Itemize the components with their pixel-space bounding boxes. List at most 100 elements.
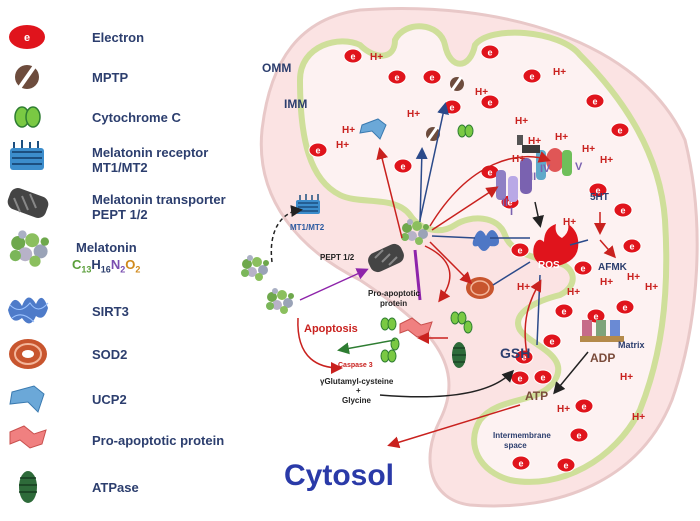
legend-pro-apoptotic-icon	[9, 425, 47, 449]
h-plus-label: H+	[600, 277, 613, 288]
electron	[585, 93, 605, 109]
intermembrane-label-1: Intermembrane	[493, 431, 551, 440]
electron	[480, 44, 500, 60]
electron	[574, 398, 594, 414]
atpase-icon	[452, 342, 466, 368]
legend-sirt3-label: SIRT3	[92, 304, 129, 319]
h-plus-label: H+	[512, 154, 525, 165]
electron	[573, 260, 593, 276]
legend-pro-apoptotic-label: Pro-apoptotic protein	[92, 433, 225, 448]
atp-synthase-icon	[580, 320, 624, 342]
h-plus-label: H+	[567, 287, 580, 298]
melatonin-cluster	[241, 255, 269, 281]
legend-melatonin-receptor-line1: Melatonin receptor	[92, 145, 209, 160]
atp-label: ATP	[525, 389, 548, 403]
melatonin-formula: C13H16N2O2	[72, 257, 140, 275]
adp-label: ADP	[590, 351, 615, 365]
h-plus-label: H+	[515, 116, 528, 127]
pro-apoptotic-label-2: protein	[380, 299, 407, 308]
legend-melatonin-icon	[9, 230, 50, 267]
electron	[610, 122, 630, 138]
formula-c-sub: 13	[81, 264, 92, 275]
h-plus-label: H+	[407, 109, 420, 120]
legend-atpase-label: ATPase	[92, 480, 139, 495]
electron	[511, 455, 531, 471]
h-plus-label: H+	[517, 282, 530, 293]
electron	[393, 158, 413, 174]
afmk-label: AFMK	[598, 262, 628, 273]
gsh-label: GSH	[500, 345, 530, 361]
omm-label: OMM	[262, 61, 291, 75]
electron	[554, 303, 574, 319]
electron	[615, 299, 635, 315]
electron	[556, 457, 576, 473]
ros-icon	[533, 224, 579, 268]
imm-label: IMM	[284, 97, 307, 111]
electron	[569, 427, 589, 443]
glycine-label: Glycine	[342, 396, 371, 405]
legend-electron-glyph: e	[24, 32, 30, 44]
h-plus-label: H+	[620, 372, 633, 383]
ucp2-icon	[359, 118, 387, 140]
legend-cytochrome-c-icon	[14, 106, 41, 128]
h-plus-label: H+	[528, 136, 541, 147]
electron	[387, 69, 407, 85]
legend-ucp2-label: UCP2	[92, 392, 127, 407]
h-plus-label: H+	[342, 125, 355, 136]
h-plus-label: H+	[645, 282, 658, 293]
5ht-label: 5HT	[590, 192, 609, 203]
legend-melatonin-transporter-icon	[7, 188, 49, 218]
electron	[613, 202, 633, 218]
electron	[422, 69, 442, 85]
h-plus-label: H+	[475, 87, 488, 98]
h-plus-label: H+	[632, 412, 645, 423]
h-plus-label: H+	[582, 144, 595, 155]
formula-h-sub: 16	[100, 264, 111, 275]
formula-o: O	[125, 257, 136, 272]
h-plus-label: H+	[370, 52, 383, 63]
electron	[343, 48, 363, 64]
intermembrane-label-2: space	[504, 441, 527, 450]
electron	[510, 370, 530, 386]
legend-ucp2-icon	[9, 385, 45, 413]
h-plus-label: H+	[563, 217, 576, 228]
formula-n-sub: 2	[120, 264, 126, 275]
gamma-label: γGlutamyl-cysteine	[320, 377, 394, 386]
electron	[533, 369, 553, 385]
gamma-plus: +	[356, 386, 361, 395]
legend-electron-icon: e	[9, 25, 45, 49]
sirt3-icon	[472, 230, 499, 251]
h-plus-label: H+	[553, 67, 566, 78]
h-plus-label: H+	[557, 404, 570, 415]
legend-mptp-icon	[15, 65, 39, 89]
h-plus-label: H+	[600, 155, 613, 166]
formula-h: H	[91, 257, 101, 272]
apoptosis-label: Apoptosis	[304, 323, 358, 335]
complex-v-label: V	[575, 161, 583, 173]
legend-melatonin-transporter-label: Melatonin transporter PEPT 1/2	[92, 192, 226, 222]
complex-ii-label: II	[502, 197, 508, 209]
mt1-mt2-label: MT1/MT2	[290, 223, 325, 232]
pro-apoptotic-label-1: Pro-apoptotic	[368, 289, 421, 298]
electron	[308, 142, 328, 158]
electron	[510, 242, 530, 258]
legend-melatonin-transporter-line1: Melatonin transporter	[92, 192, 226, 207]
electron	[442, 99, 462, 115]
legend-melatonin-receptor-line2: MT1/MT2	[92, 160, 148, 175]
cytochrome-c-icons	[380, 311, 473, 363]
pept-label: PEPT 1/2	[320, 253, 355, 262]
h-plus-label: H+	[555, 132, 568, 143]
legend-electron-label: Electron	[92, 30, 145, 45]
mptp-icons	[426, 76, 464, 142]
legend-melatonin-receptor-label: Melatonin receptor MT1/MT2	[92, 145, 208, 175]
legend-mptp-label: MPTP	[92, 70, 129, 85]
formula-n: N	[110, 257, 121, 272]
electron	[542, 333, 562, 349]
h-plus-label: H+	[627, 272, 640, 283]
complex-iii-label: III	[527, 171, 536, 183]
legend-cytochrome-c-label: Cytochrome C	[92, 110, 181, 125]
matrix-label: Matrix	[618, 340, 645, 350]
legend-sirt3-icon	[8, 297, 49, 324]
electron	[522, 68, 542, 84]
formula-c: C	[72, 257, 82, 272]
